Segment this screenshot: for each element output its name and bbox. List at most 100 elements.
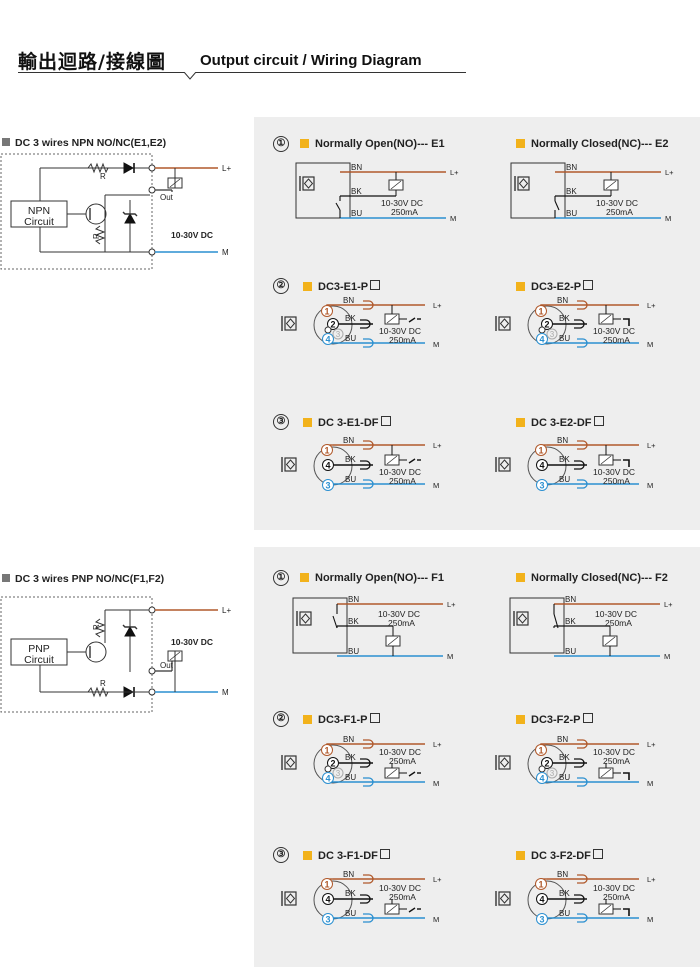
connector-icon	[577, 300, 588, 310]
bn-label: BN	[566, 163, 577, 172]
connector-icon	[574, 758, 585, 768]
pin-1-icon	[321, 744, 333, 756]
m-label: M	[664, 652, 670, 661]
m-label: M	[433, 481, 439, 490]
switch-blade	[554, 200, 560, 211]
resistor-v-label: R	[92, 233, 101, 239]
page-header: 輸出迴路/接線圖 Output circuit / Wiring Diagram	[18, 44, 466, 80]
pnp-circuit-boundary	[0, 596, 153, 713]
no-switch-icon	[408, 317, 416, 323]
terminal-icon	[148, 186, 156, 194]
current-label: 250mA	[603, 335, 630, 345]
supply-label: 10-30V DC	[171, 637, 213, 647]
voltage-label: 10-30V DC	[379, 747, 421, 757]
bn-label: BN	[557, 436, 568, 445]
m-label: M	[647, 779, 653, 788]
relay-slash	[386, 455, 398, 465]
lplus-label: L+	[433, 301, 442, 310]
lplus-label: L+	[647, 441, 656, 450]
pnp-row1-number: ①	[273, 570, 289, 586]
pin-3-icon	[546, 767, 558, 779]
bu-label: BU	[345, 909, 356, 918]
lplus-label: L+	[450, 168, 459, 177]
bk-label: BK	[345, 455, 356, 464]
relay-slash	[600, 904, 612, 914]
sensor-diamond-icon	[499, 459, 510, 470]
no-switch-icon	[408, 907, 416, 913]
diode-icon	[123, 162, 135, 174]
pnp-row2-right-label: DC3-F2-P	[516, 713, 593, 726]
pin-4-label: 4	[325, 461, 330, 471]
current-label: 250mA	[389, 892, 416, 902]
m-label: M	[447, 652, 453, 661]
m-label: M	[647, 340, 653, 349]
pin-2-label: 2	[330, 759, 335, 769]
connector-icon	[363, 874, 374, 884]
npn-row1-right-label: Normally Closed(NC)--- E2	[516, 138, 669, 150]
connector-icon	[577, 338, 588, 348]
connector-icon	[360, 319, 371, 329]
connector-icon	[363, 739, 374, 749]
bu-label: BU	[559, 773, 570, 782]
sensor-symbol-icon	[498, 891, 511, 906]
npn-circuit-boundary	[0, 153, 153, 270]
bu-label: BU	[348, 647, 359, 656]
bu-label: BU	[345, 475, 356, 484]
terminal-icon	[148, 164, 156, 172]
pin-4-icon	[536, 893, 548, 905]
pin-3-label: 3	[336, 769, 341, 778]
m-label: M	[647, 481, 653, 490]
connector-icon	[360, 758, 371, 768]
relay-slash	[600, 768, 612, 778]
relay-slash	[386, 768, 398, 778]
sensor-symbol-icon	[284, 891, 297, 906]
pin-3-icon	[332, 767, 344, 779]
bk-label: BK	[348, 617, 359, 626]
lplus-label: L+	[222, 164, 231, 173]
bn-label: BN	[557, 735, 568, 744]
sensor-symbol-icon	[498, 457, 511, 472]
resistor-label: R	[100, 679, 106, 688]
npn-section-title: DC 3 wires NPN NO/NC(E1,E2)	[2, 137, 166, 149]
voltage-label: 10-30V DC	[381, 198, 423, 208]
pnp-row3-left-label: DC 3-F1-DF	[303, 849, 390, 862]
sensor-diamond-icon	[285, 893, 296, 904]
relay-slash	[600, 314, 612, 324]
bn-label: BN	[557, 870, 568, 879]
pin-1-label: 1	[538, 746, 543, 756]
bk-label: BK	[566, 187, 577, 196]
current-label: 250mA	[603, 892, 630, 902]
connector-icon	[574, 319, 585, 329]
switch-blade	[335, 202, 341, 211]
zener-icon	[124, 625, 136, 637]
pin-3-label: 3	[325, 915, 330, 925]
bn-label: BN	[343, 296, 354, 305]
pin-1-icon	[321, 305, 333, 317]
pin-4-label: 4	[325, 335, 330, 345]
pin-3-label: 3	[550, 330, 555, 339]
pnp-row2-left-label: DC3-F1-P	[303, 713, 380, 726]
pin-empty-icon	[324, 326, 332, 334]
connector-face-icon	[313, 305, 353, 345]
sensor-symbol-icon	[302, 176, 315, 191]
out-label: Out	[160, 193, 174, 202]
bn-label: BN	[557, 296, 568, 305]
voltage-label: 10-30V DC	[379, 883, 421, 893]
npn-row2-left-label: DC3-E1-P	[303, 280, 381, 293]
lplus-label: L+	[665, 168, 674, 177]
current-label: 250mA	[603, 476, 630, 486]
connector-icon	[363, 777, 374, 787]
transistor-icon	[85, 203, 107, 225]
current-label: 250mA	[389, 476, 416, 486]
sensor-diamond-icon	[499, 757, 510, 768]
relay-slash	[390, 180, 402, 190]
zener-bar-icon	[122, 624, 138, 630]
lplus-label: L+	[433, 875, 442, 884]
pin-empty-icon	[538, 765, 546, 773]
bn-label: BN	[343, 870, 354, 879]
transistor-icon	[85, 641, 107, 663]
connector-icon	[577, 874, 588, 884]
bu-label: BU	[559, 475, 570, 484]
sensor-diamond-icon	[518, 178, 529, 189]
header-notch	[183, 72, 197, 80]
